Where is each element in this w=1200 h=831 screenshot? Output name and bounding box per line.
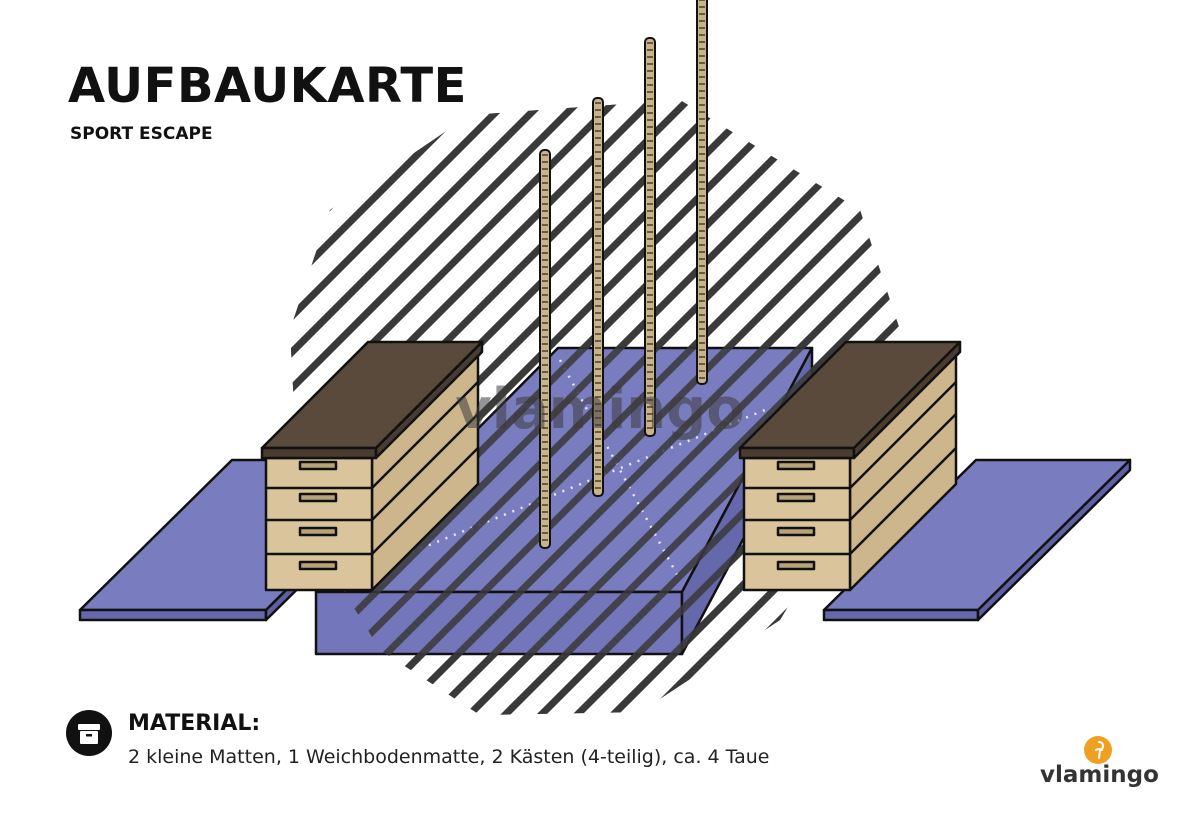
climbing-ropes	[539, 0, 708, 549]
material-heading: MATERIAL:	[128, 711, 261, 736]
vaulting-box-left	[260, 340, 484, 592]
material-list: 2 kleine Matten, 1 Weichbodenmatte, 2 Kä…	[128, 746, 770, 768]
brand-logo: vlamingo	[1040, 736, 1159, 796]
climbing-rope-1	[539, 149, 551, 549]
storage-box-icon	[66, 710, 112, 756]
page-subtitle: SPORT ESCAPE	[70, 124, 213, 144]
climbing-rope-4	[696, 0, 708, 385]
hatch-line	[308, 100, 900, 715]
page-title: AUFBAUKARTE	[68, 58, 467, 114]
hatch-line	[344, 100, 900, 715]
flamingo-icon	[1084, 736, 1112, 764]
brand-logo-text: vlamingo	[1040, 762, 1159, 788]
small-mat-right	[822, 458, 1132, 622]
hatch-line	[290, 100, 900, 715]
hatch-line	[560, 100, 900, 715]
vaulting-box-right	[738, 340, 962, 592]
watermark: vlamingo	[455, 377, 744, 442]
hatch-line	[380, 100, 900, 715]
hatch-line	[290, 100, 648, 715]
hatch-line	[290, 100, 684, 715]
hatch-line	[524, 100, 900, 715]
hatch-line	[290, 100, 612, 715]
